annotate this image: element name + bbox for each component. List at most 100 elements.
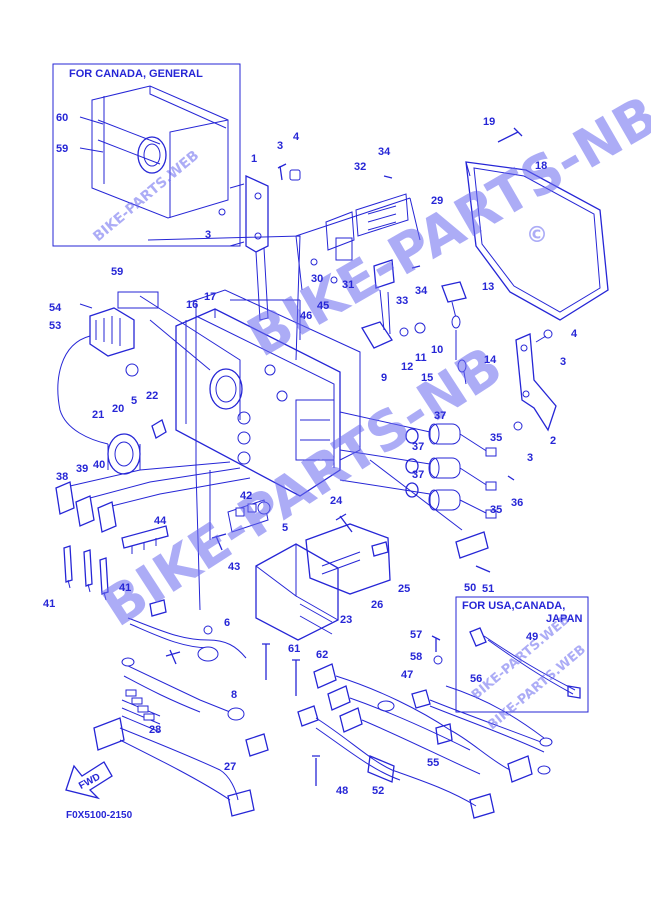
watermark-copyright: ©	[526, 223, 548, 248]
callout-25: 25	[398, 583, 410, 595]
callout-31: 31	[342, 279, 354, 291]
callout-3: 3	[277, 140, 283, 152]
callout-14: 14	[484, 354, 497, 366]
part-44	[121, 525, 169, 554]
callout-53: 53	[49, 320, 61, 332]
callouts: 60 59 1 3 4 34 32 29 19 18 3 30 31 33 34…	[43, 112, 578, 797]
callout-30: 30	[311, 273, 323, 285]
watermark-small-3: BIKE-PARTS.WEB	[485, 642, 589, 733]
callout-5b: 5	[282, 522, 288, 534]
callout-3d: 3	[527, 452, 533, 464]
callout-43: 43	[228, 561, 240, 573]
callout-10: 10	[431, 344, 443, 356]
callout-40: 40	[93, 459, 105, 471]
callout-28: 28	[149, 724, 161, 736]
main-plate	[175, 289, 361, 497]
callout-16: 16	[186, 299, 198, 311]
callout-9: 9	[381, 372, 387, 384]
callout-21: 21	[92, 409, 104, 421]
bracket-2	[515, 329, 557, 432]
watermark-small-2: BIKE-PARTS.WEB	[469, 612, 573, 703]
callout-54: 54	[49, 302, 62, 314]
callout-23: 23	[340, 614, 352, 626]
inset-canada-title: FOR CANADA, GENERAL	[69, 68, 203, 80]
watermark-large-2: BIKE-PARTS-NB	[91, 334, 513, 639]
cdi-unit-23	[255, 543, 339, 641]
callout-34b: 34	[415, 285, 428, 297]
callout-59: 59	[56, 143, 68, 155]
callout-4b: 4	[571, 328, 578, 340]
callout-29: 29	[431, 195, 443, 207]
rectifier-53	[57, 303, 135, 445]
callout-33: 33	[396, 295, 408, 307]
callout-11: 11	[415, 352, 427, 364]
callout-52: 52	[372, 785, 384, 797]
callout-24: 24	[330, 495, 343, 507]
callout-8: 8	[231, 689, 237, 701]
bolts-lower	[262, 635, 443, 786]
relay-9-assembly	[361, 265, 467, 385]
harness-52	[297, 705, 495, 819]
callout-49: 49	[526, 631, 538, 643]
callout-1: 1	[251, 153, 257, 165]
callout-56: 56	[470, 673, 482, 685]
callout-37: 37	[434, 410, 446, 422]
callout-57: 57	[410, 629, 422, 641]
callout-45: 45	[317, 300, 329, 312]
coil-21	[107, 363, 167, 475]
harness-8	[121, 657, 245, 721]
callout-51: 51	[482, 583, 494, 595]
callout-22: 22	[146, 390, 158, 402]
callout-55: 55	[427, 757, 439, 769]
bolt-24	[335, 513, 353, 533]
label-59	[117, 291, 159, 309]
spark-plugs	[63, 545, 109, 601]
callout-62: 62	[316, 649, 328, 661]
callout-50: 50	[464, 582, 476, 594]
callout-3b: 3	[205, 229, 211, 241]
part-42	[227, 499, 269, 533]
harness-47-56	[411, 685, 553, 775]
cover-18	[465, 161, 609, 321]
callout-37c: 37	[412, 469, 424, 481]
leader-lines	[139, 235, 463, 611]
callout-13: 13	[482, 281, 494, 293]
callout-59b: 59	[111, 266, 123, 278]
callout-15: 15	[421, 372, 433, 384]
callout-47: 47	[401, 669, 413, 681]
callout-60: 60	[56, 112, 68, 124]
callout-4: 4	[293, 131, 300, 143]
bolt-43	[211, 533, 227, 551]
harness-55	[313, 663, 533, 783]
drawing-code: F0X5100-2150	[66, 810, 133, 821]
callout-42: 42	[240, 490, 252, 502]
inset-usa-title-line1: FOR USA,CANADA,	[462, 600, 565, 612]
callout-19: 19	[483, 116, 495, 128]
callout-44: 44	[154, 515, 167, 527]
callout-46: 46	[300, 310, 312, 322]
callout-37b: 37	[412, 441, 424, 453]
callout-6: 6	[224, 617, 230, 629]
callout-3c: 3	[560, 356, 566, 368]
watermark-large-1: BIKE-PARTS-NB	[237, 83, 651, 369]
callout-35: 35	[490, 432, 502, 444]
callout-17: 17	[204, 291, 216, 303]
bracket-26	[305, 523, 391, 595]
inset-usa-title-line2: JAPAN	[546, 613, 583, 625]
callout-41: 41	[119, 582, 131, 594]
callout-39: 39	[76, 463, 88, 475]
callout-58: 58	[410, 651, 422, 663]
callout-35b: 35	[490, 504, 502, 516]
bolt-51	[475, 565, 491, 573]
callout-32: 32	[354, 161, 366, 173]
grommet-5	[257, 501, 271, 515]
inset-usa-canada-japan: FOR USA,CANADA, JAPAN	[455, 596, 589, 713]
callout-5: 5	[131, 395, 137, 407]
callout-61: 61	[288, 643, 300, 655]
callout-36: 36	[511, 497, 523, 509]
callout-2: 2	[550, 435, 556, 447]
callout-26: 26	[371, 599, 383, 611]
bracket-1	[218, 174, 269, 321]
bracket-50	[455, 531, 489, 559]
